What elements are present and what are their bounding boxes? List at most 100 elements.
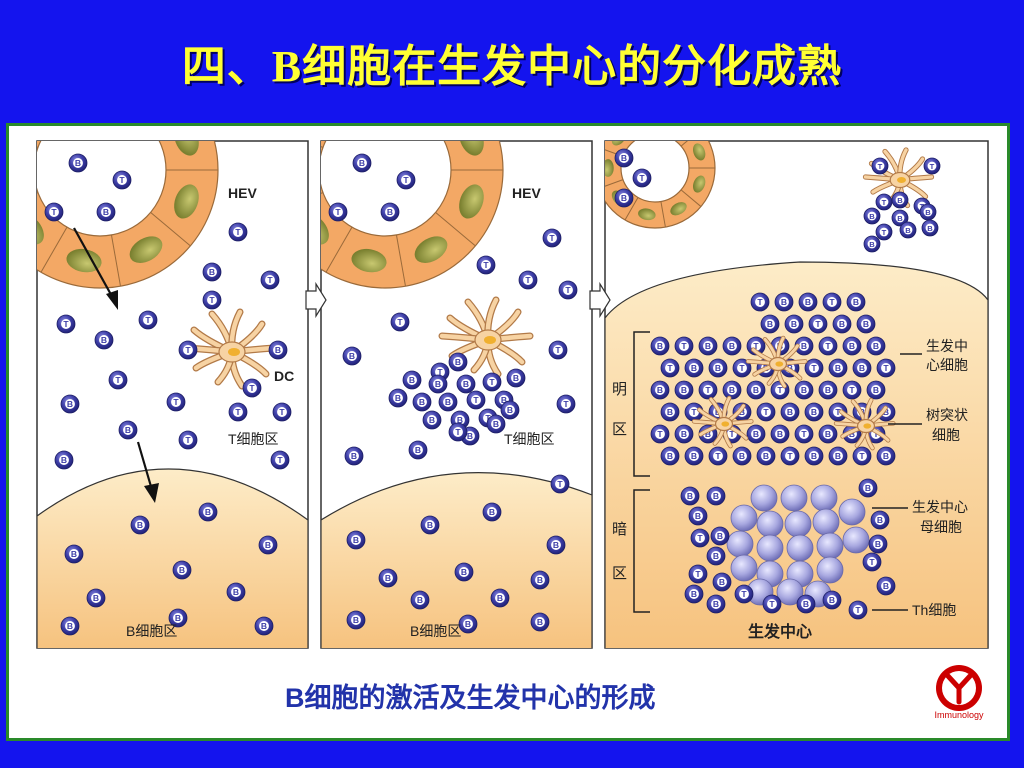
svg-text:T: T bbox=[882, 198, 887, 207]
svg-text:T: T bbox=[473, 395, 479, 405]
svg-text:B: B bbox=[501, 395, 507, 405]
b-cell: B bbox=[688, 506, 708, 526]
t-cell: T bbox=[166, 392, 186, 412]
centroblast bbox=[756, 510, 784, 538]
b-cell: B bbox=[438, 392, 458, 412]
germinal-center-label: 生发中心 bbox=[748, 622, 812, 641]
svg-text:B: B bbox=[537, 617, 543, 627]
t-cell: T bbox=[708, 446, 728, 466]
svg-text:B: B bbox=[409, 375, 415, 385]
b-cell: B bbox=[388, 388, 408, 408]
t-cell: T bbox=[750, 292, 770, 312]
svg-text:B: B bbox=[137, 520, 143, 530]
svg-text:B: B bbox=[657, 341, 663, 351]
svg-text:B: B bbox=[869, 240, 875, 249]
t-cell: T bbox=[56, 314, 76, 334]
svg-text:B: B bbox=[513, 373, 519, 383]
svg-text:B: B bbox=[835, 451, 841, 461]
b-cell: B bbox=[64, 544, 84, 564]
centroblast bbox=[842, 526, 870, 554]
svg-text:B: B bbox=[467, 431, 473, 441]
centroblast bbox=[784, 510, 812, 538]
svg-text:B: B bbox=[67, 621, 73, 631]
centroblast bbox=[838, 498, 866, 526]
b-cell: B bbox=[86, 588, 106, 608]
svg-text:B: B bbox=[463, 379, 469, 389]
b-cell: B bbox=[530, 570, 550, 590]
svg-text:T: T bbox=[277, 455, 283, 465]
b-cell: B bbox=[500, 400, 520, 420]
slide-title: 四、B细胞在生发中心的分化成熟 bbox=[181, 42, 843, 91]
b-cell: B bbox=[684, 446, 704, 466]
centroblast bbox=[786, 534, 814, 562]
b-cell: B bbox=[378, 568, 398, 588]
b-cell: B bbox=[921, 219, 939, 237]
t-cell: T bbox=[690, 528, 710, 548]
t-cell: T bbox=[548, 340, 568, 360]
b-cell: B bbox=[698, 336, 718, 356]
b-cell: B bbox=[490, 588, 510, 608]
svg-text:B: B bbox=[875, 539, 881, 549]
svg-text:B: B bbox=[61, 455, 67, 465]
svg-text:B: B bbox=[427, 520, 433, 530]
svg-text:T: T bbox=[145, 315, 151, 325]
t-cell: T bbox=[390, 312, 410, 332]
b-cell: B bbox=[674, 424, 694, 444]
centroblast-label-2: 母细胞 bbox=[920, 519, 962, 535]
svg-text:B: B bbox=[803, 599, 809, 609]
b-cell: B bbox=[818, 380, 838, 400]
b-cell: B bbox=[876, 576, 896, 596]
svg-text:B: B bbox=[455, 357, 461, 367]
t-cell: T bbox=[328, 202, 348, 222]
svg-text:B: B bbox=[667, 451, 673, 461]
t-cell: T bbox=[688, 564, 708, 584]
svg-text:T: T bbox=[855, 605, 861, 615]
b-cell: B bbox=[796, 594, 816, 614]
svg-text:B: B bbox=[93, 593, 99, 603]
svg-text:B: B bbox=[825, 385, 831, 395]
svg-text:T: T bbox=[811, 363, 817, 373]
b-cell: B bbox=[674, 380, 694, 400]
light-zone-bracket bbox=[633, 331, 650, 477]
b-cell: B bbox=[408, 440, 428, 460]
svg-text:B: B bbox=[717, 531, 723, 541]
svg-text:B: B bbox=[349, 351, 355, 361]
svg-text:B: B bbox=[739, 407, 745, 417]
svg-text:B: B bbox=[103, 207, 109, 217]
svg-text:T: T bbox=[715, 451, 721, 461]
svg-text:B: B bbox=[859, 363, 865, 373]
bottom-bar bbox=[0, 742, 1024, 768]
svg-text:B: B bbox=[353, 535, 359, 545]
b-cell: B bbox=[346, 610, 366, 630]
t-cell: T bbox=[770, 380, 790, 400]
svg-text:B: B bbox=[705, 341, 711, 351]
b-cell: B bbox=[614, 188, 634, 208]
svg-text:B: B bbox=[811, 451, 817, 461]
b-cell: B bbox=[794, 380, 814, 400]
b-cell: B bbox=[68, 153, 88, 173]
b-cell: B bbox=[530, 612, 550, 632]
svg-text:B: B bbox=[175, 613, 181, 623]
b-cell: B bbox=[482, 502, 502, 522]
t-cell: T bbox=[448, 422, 468, 442]
t-cell: T bbox=[112, 170, 132, 190]
t-cell: T bbox=[876, 358, 896, 378]
b-cell: B bbox=[804, 402, 824, 422]
t-cell: T bbox=[698, 380, 718, 400]
svg-text:T: T bbox=[563, 399, 569, 409]
b-cell: B bbox=[352, 153, 372, 173]
svg-text:B: B bbox=[507, 405, 513, 415]
svg-text:T: T bbox=[119, 175, 125, 185]
svg-text:T: T bbox=[549, 233, 555, 243]
svg-text:T: T bbox=[235, 407, 241, 417]
centroblast bbox=[776, 578, 804, 606]
t-cell: T bbox=[430, 362, 450, 382]
svg-text:T: T bbox=[209, 295, 215, 305]
panel1-dc-label: DC bbox=[274, 368, 294, 384]
t-cell: T bbox=[396, 170, 416, 190]
svg-text:B: B bbox=[753, 429, 759, 439]
centroblast-label-1: 生发中心 bbox=[912, 499, 968, 515]
svg-text:B: B bbox=[883, 451, 889, 461]
svg-text:B: B bbox=[667, 407, 673, 417]
